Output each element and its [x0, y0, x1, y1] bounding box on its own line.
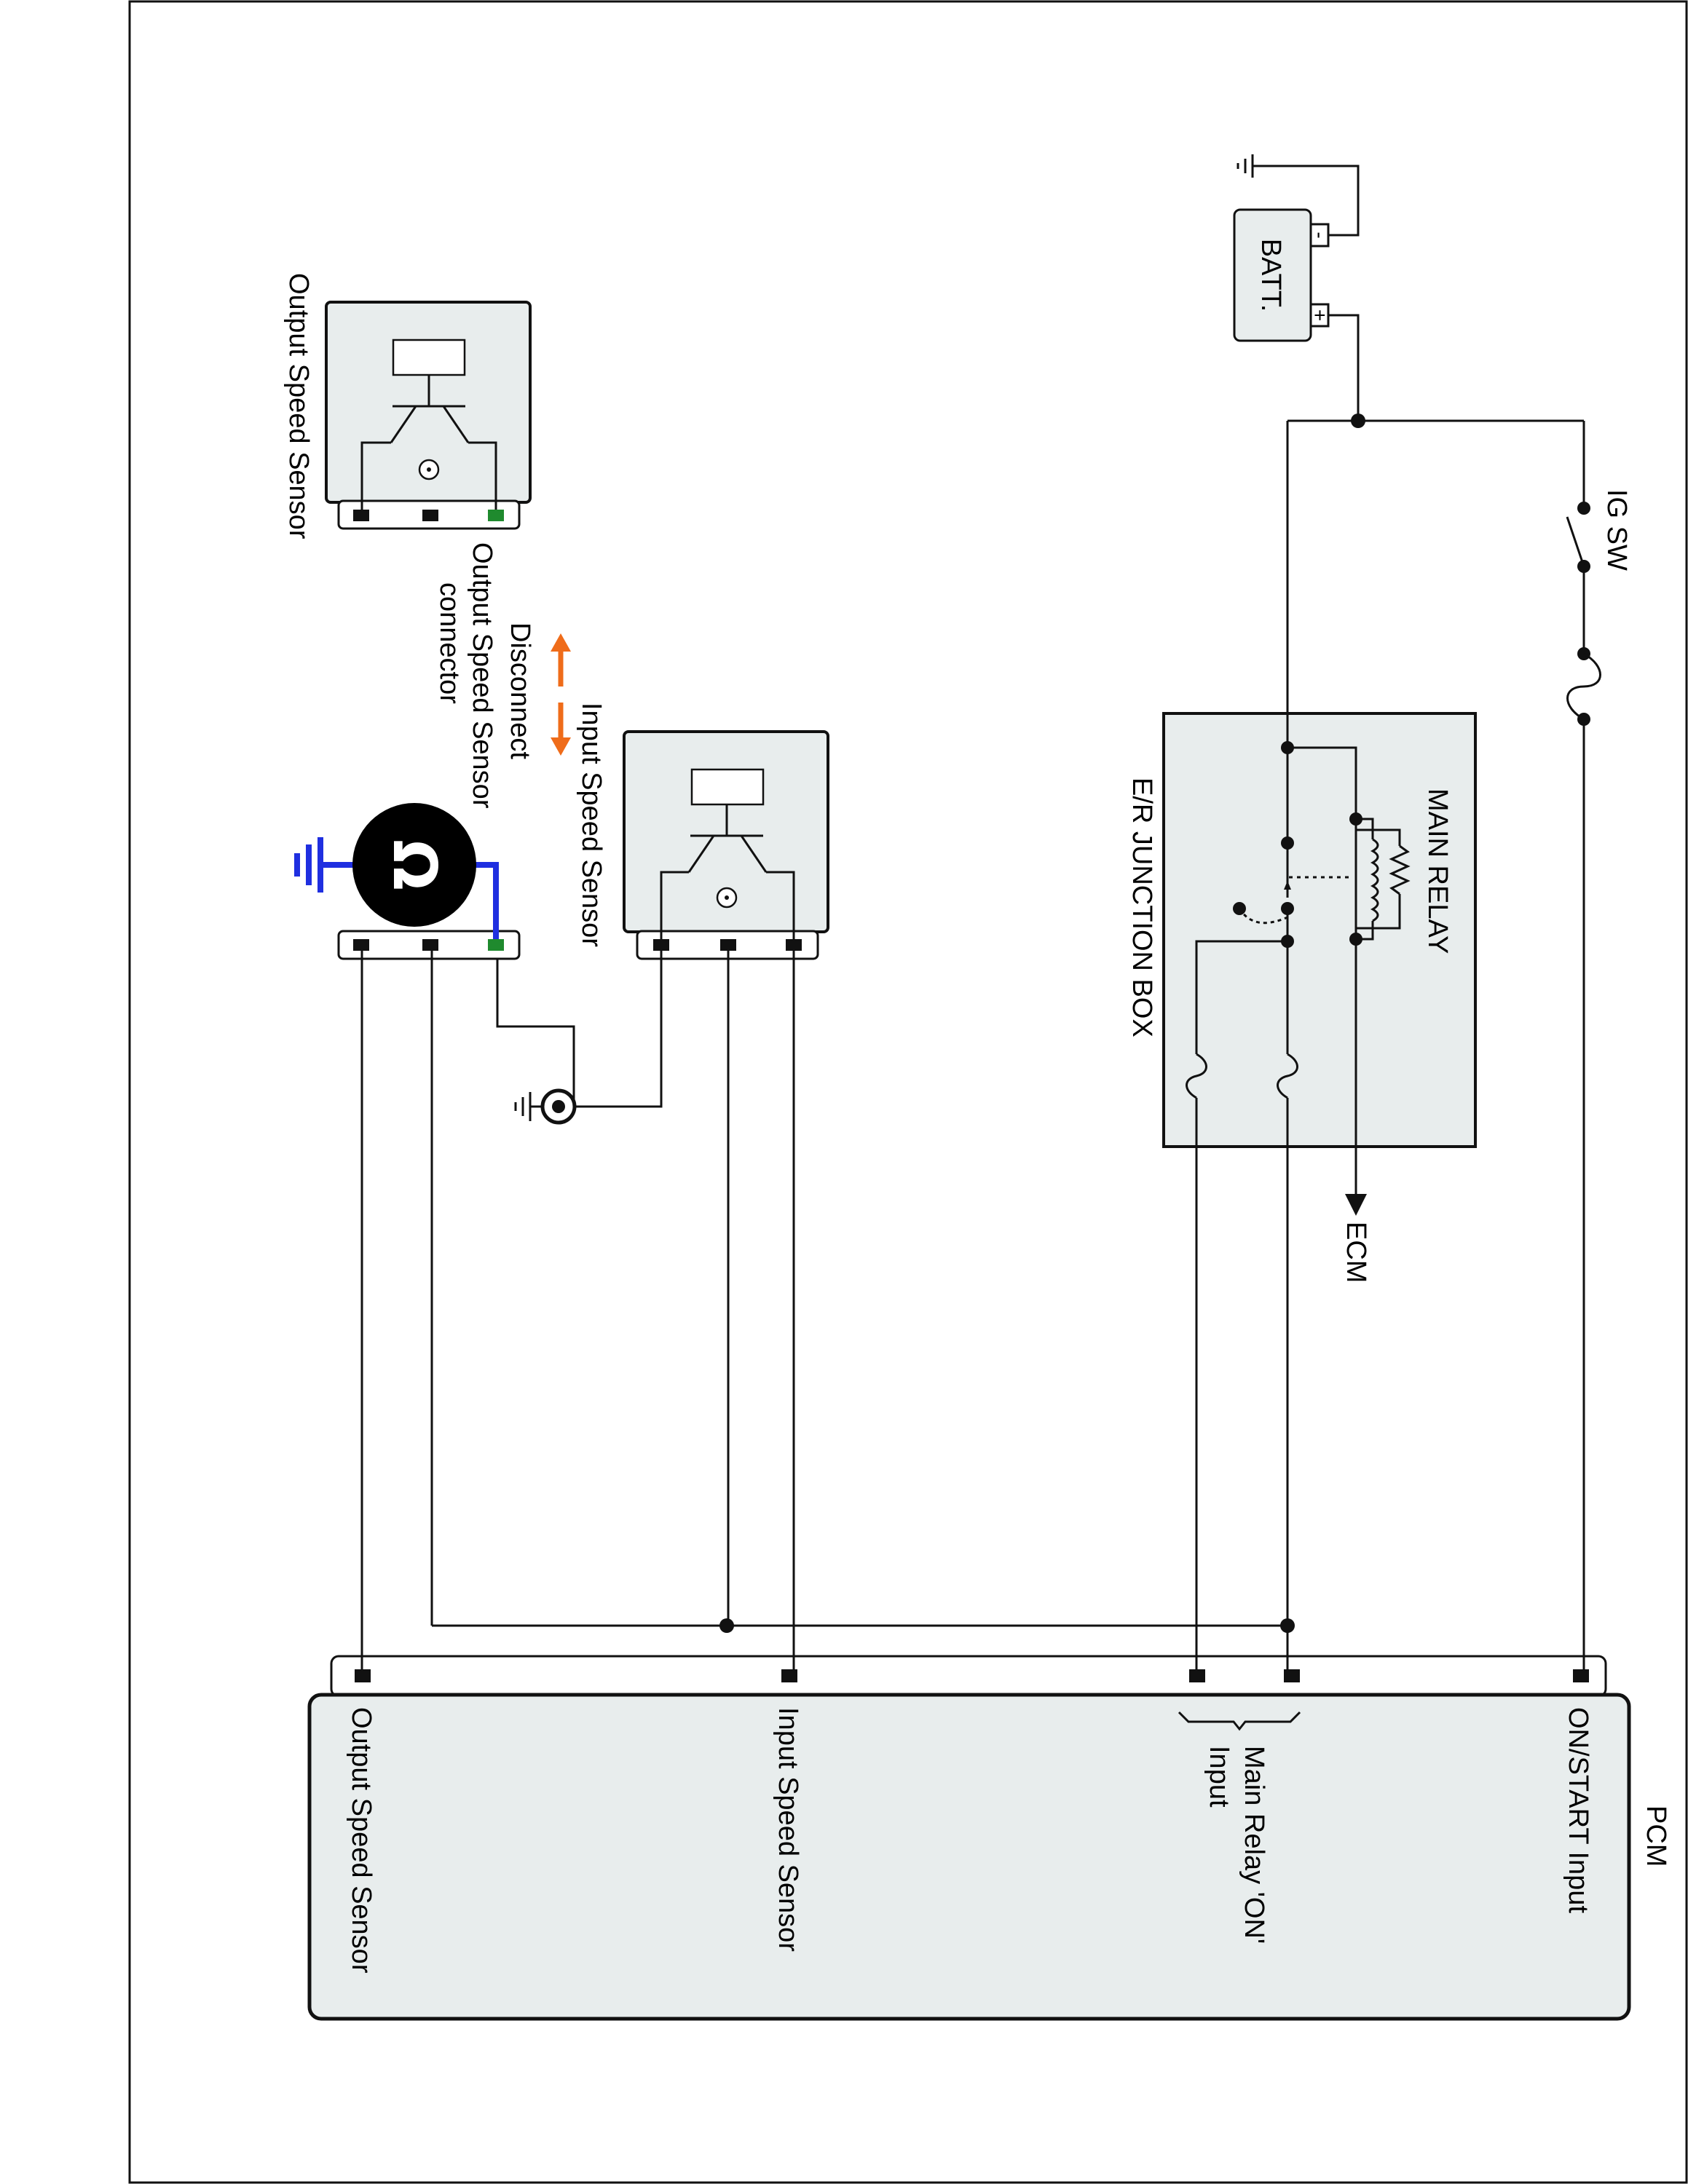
relay-output-2 [1186, 940, 1287, 1669]
relay-coil [1287, 812, 1411, 946]
oss-pin-2 [422, 939, 438, 951]
fuse-icon [1566, 647, 1601, 726]
input-speed-sensor-symbol [660, 768, 795, 939]
output-speed-sensor-symbol [360, 339, 497, 510]
sensor-ground-junction-2 [719, 1618, 734, 1633]
relay-coil-feed-wire [1287, 746, 1357, 819]
on-start-input-label: ON/START Input [1563, 1707, 1593, 1913]
battery: - + BATT. [1233, 208, 1331, 342]
pcm-pin-main-relay-2 [1189, 1669, 1205, 1682]
battery-label: BATT. [1255, 239, 1286, 312]
oss-pin-3 [488, 939, 504, 951]
battery-junction-dot [1351, 414, 1365, 428]
pcm-pin-main-relay-1 [1284, 1669, 1300, 1682]
oss-shield-wire [496, 951, 575, 1107]
output-speed-sensor-label: Output Speed Sensor [283, 273, 314, 539]
pcm-output-speed-sensor-label: Output Speed Sensor [346, 1707, 376, 1974]
ground-icon [514, 1088, 577, 1125]
battery-positive-wire [1328, 314, 1360, 421]
main-relay-label: MAIN RELAY [1422, 788, 1453, 954]
oss-connector-label-2: connector [434, 582, 465, 704]
iss-pin-2 [720, 939, 736, 951]
main-relay-input-brace [1178, 1711, 1301, 1731]
pcm-title: PCM [1641, 1805, 1671, 1867]
input-speed-sensor-label: Input Speed Sensor [576, 703, 607, 947]
oss-plug-pin-3 [488, 510, 504, 521]
relay-output-1 [1277, 941, 1298, 1669]
iss-pin-3 [786, 939, 802, 951]
junction-box [1162, 712, 1477, 1148]
battery-ground-wire [1253, 165, 1360, 237]
oss-connector-label-1: Output Speed Sensor [467, 542, 497, 809]
ig-sw-label: IG SW [1601, 489, 1632, 571]
pcm-box [307, 1693, 1631, 2021]
battery-plus-sign: + [1309, 309, 1331, 321]
disconnect-label: Disconnect [505, 622, 535, 759]
iss-shield-wire [561, 951, 663, 1108]
pcm-pin-output-speed [355, 1669, 371, 1682]
ground-icon [1237, 154, 1254, 178]
battery-minus-sign: - [1309, 232, 1331, 238]
main-relay-on-input-label-1: Main Relay 'ON' [1239, 1746, 1269, 1944]
pcm-pin-on-start [1573, 1669, 1589, 1682]
pcm-connector [330, 1655, 1607, 1698]
switch-icon [1566, 502, 1590, 573]
ecm-label: ECM [1341, 1222, 1371, 1283]
pcm-input-speed-sensor-label: Input Speed Sensor [773, 1707, 803, 1952]
ohmmeter-icon: Ω [294, 803, 499, 939]
page-frame [128, 0, 1688, 2184]
main-relay-on-input-label-2: Input [1204, 1746, 1234, 1808]
iss-pin-1 [653, 939, 669, 951]
oss-plug-pin-1 [353, 510, 369, 521]
arrow-icon [551, 633, 571, 756]
pcm-pin-input-speed [781, 1669, 797, 1682]
oss-pin-1 [353, 939, 369, 951]
pcm-module: PCM ON/START Input Main Relay 'ON' Input… [307, 1655, 1671, 2021]
junction-box-label: E/R JUNCTION BOX [1127, 778, 1157, 1037]
ohmmeter-symbol: Ω [379, 839, 449, 890]
battery-body [1233, 208, 1312, 342]
oss-plug-pin-2 [422, 510, 438, 521]
